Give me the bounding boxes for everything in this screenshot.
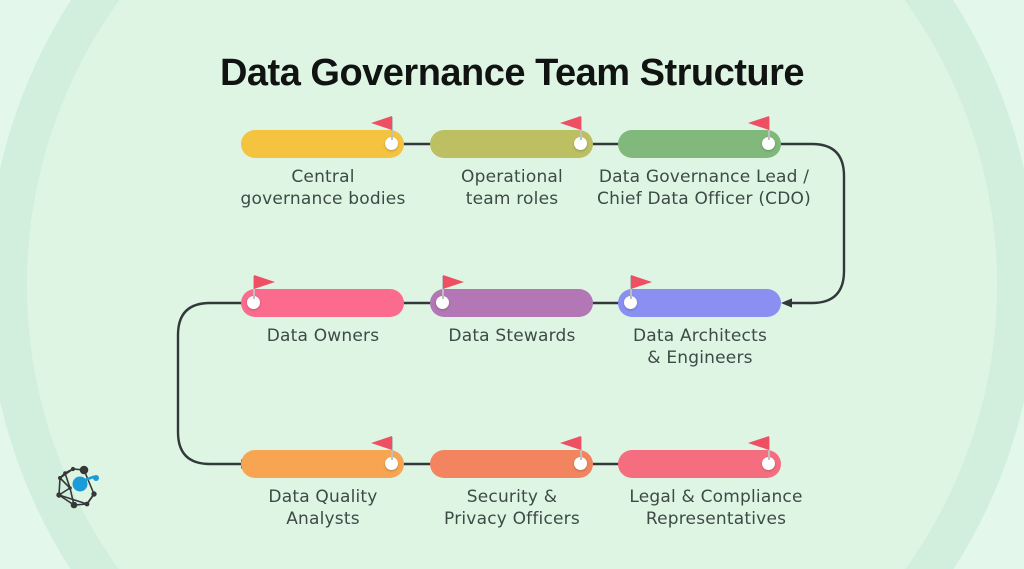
- pill-label: Data Stewards: [448, 326, 576, 346]
- hole-marker: [762, 457, 775, 470]
- node-data-stewards: Data Stewards: [430, 275, 593, 346]
- flag-icon: [747, 436, 769, 450]
- hole-marker: [574, 457, 587, 470]
- node-data-owners: Data Owners: [241, 275, 404, 346]
- flag-icon: [747, 116, 769, 130]
- hole-marker: [247, 296, 260, 309]
- node-legal-compliance-representatives: Legal & Compliance Representatives: [618, 436, 802, 529]
- node-central-governance-bodies: Central governance bodies: [241, 116, 405, 209]
- node-data-governance-lead-cdo: Data Governance Lead / Chief Data Office…: [597, 116, 811, 209]
- flag-pole: [390, 117, 393, 140]
- pill-central-governance-bodies: [241, 116, 404, 158]
- pill-operational-team-roles: [430, 116, 593, 158]
- pill-label: Central governance bodies: [240, 167, 406, 209]
- pill-label: Data Architects & Engineers: [632, 326, 768, 368]
- pill-security-privacy-officers: [430, 436, 593, 478]
- hole-marker: [385, 457, 398, 470]
- pill-data-owners: [241, 275, 404, 317]
- node-security-privacy-officers: Security & Privacy Officers: [430, 436, 593, 529]
- pill-data-governance-lead-cdo: [618, 116, 781, 158]
- flag-icon: [559, 116, 581, 130]
- flag-icon: [370, 436, 392, 450]
- node-data-quality-analysts: Data Quality Analysts: [241, 436, 404, 529]
- pill-label: Data Quality Analysts: [268, 487, 378, 529]
- node-operational-team-roles: Operational team roles: [430, 116, 593, 209]
- hole-marker: [385, 137, 398, 150]
- pill-data-quality-analysts: [241, 436, 404, 478]
- hole-marker: [762, 137, 775, 150]
- pill-data-stewards: [430, 275, 593, 317]
- node-data-architects-engineers: Data Architects & Engineers: [618, 275, 781, 368]
- flag-icon: [630, 275, 652, 289]
- pill-data-architects-engineers: [618, 275, 781, 317]
- flag-icon: [253, 275, 275, 289]
- pill-legal-compliance-representatives: [618, 436, 781, 478]
- flag-icon: [370, 116, 392, 130]
- flag-pole: [767, 437, 770, 460]
- flag-pole: [579, 117, 582, 140]
- flag-pole: [390, 437, 393, 460]
- pill-label: Legal & Compliance Representatives: [629, 487, 803, 529]
- flag-icon: [559, 436, 581, 450]
- hole-marker: [436, 296, 449, 309]
- pill-label: Security & Privacy Officers: [444, 487, 580, 529]
- hole-marker: [624, 296, 637, 309]
- page-title: Data Governance Team Structure: [219, 52, 805, 94]
- brand-logo network-icon: [56, 465, 99, 509]
- pill-label: Data Governance Lead / Chief Data Office…: [597, 167, 811, 209]
- flag-pole: [579, 437, 582, 460]
- flag-icon: [442, 275, 464, 289]
- pill-label: Operational team roles: [461, 167, 563, 209]
- hole-marker: [574, 137, 587, 150]
- pill-label: Data Owners: [266, 326, 380, 346]
- flag-pole: [767, 117, 770, 140]
